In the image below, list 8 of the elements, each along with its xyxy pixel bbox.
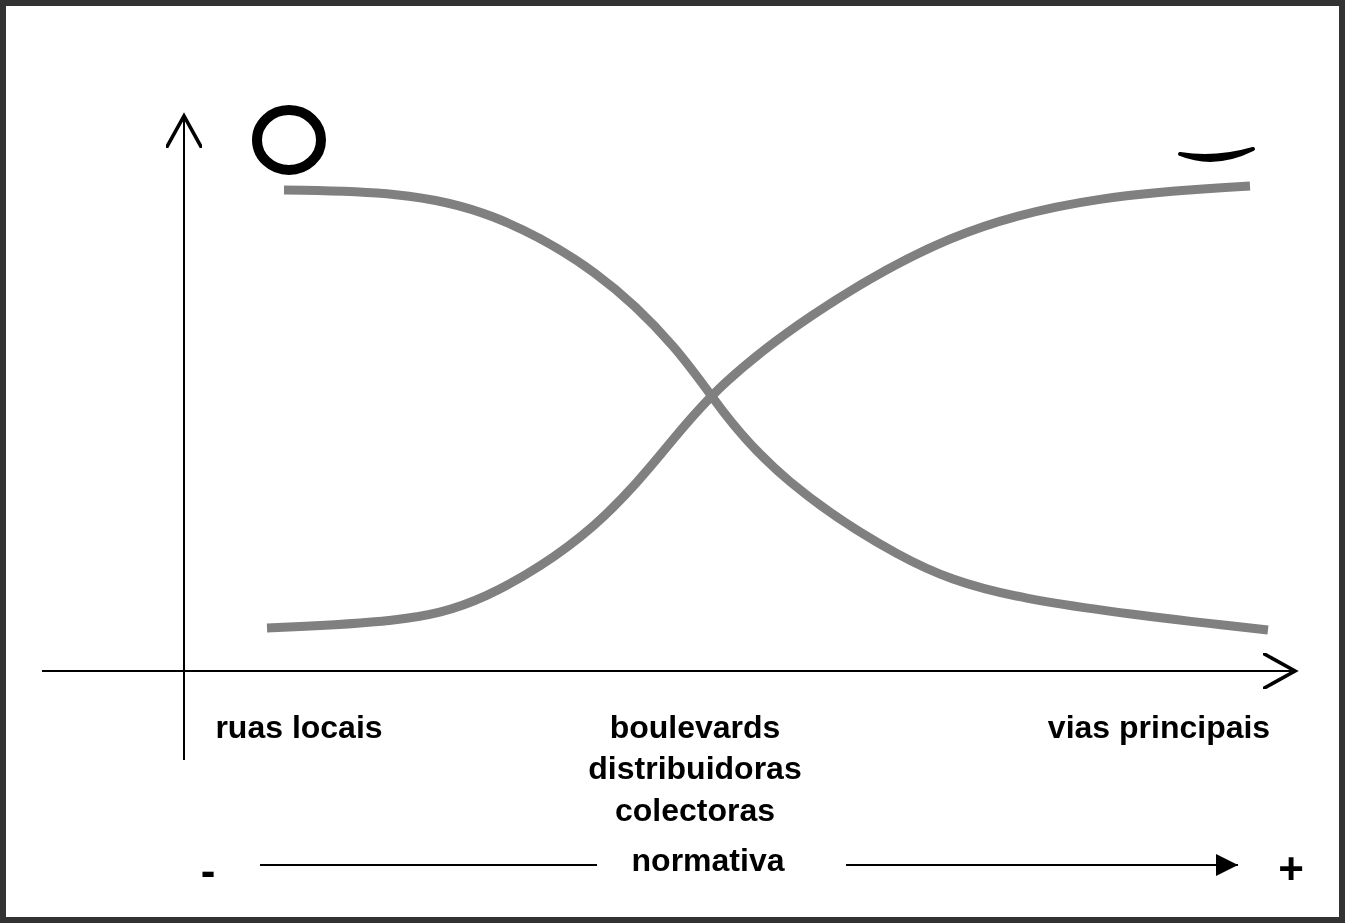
- category-label: boulevards: [609, 711, 781, 743]
- category-label: vias principais: [1047, 711, 1271, 743]
- plus-label: +: [1278, 847, 1304, 891]
- axis-label: normativa: [631, 844, 785, 876]
- category-label: ruas locais: [215, 711, 383, 743]
- category-label: colectoras: [614, 794, 776, 826]
- category-label: distribuidoras: [588, 752, 802, 784]
- minus-label: -: [200, 849, 216, 893]
